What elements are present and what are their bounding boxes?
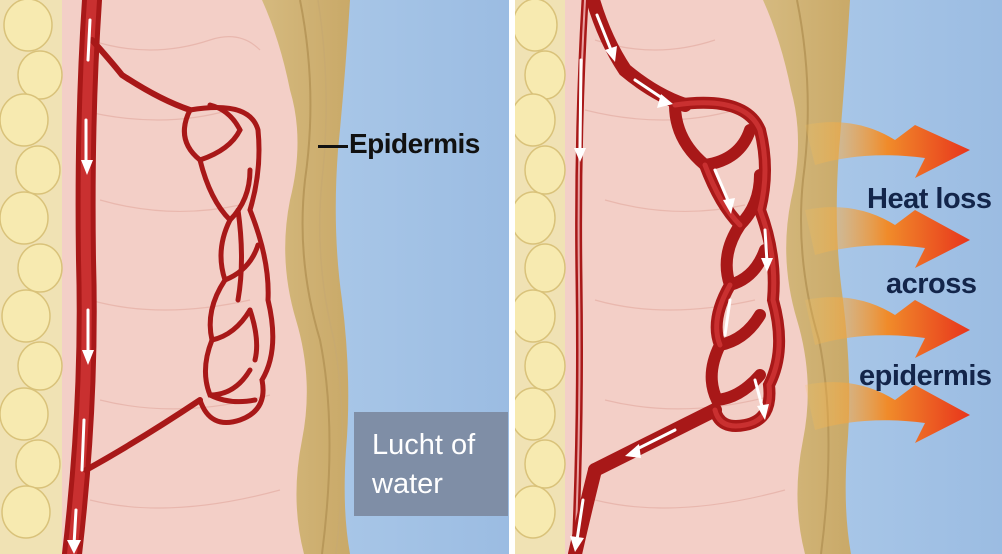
- note-box: Lucht of water: [354, 412, 508, 516]
- epidermis-pointer-line: [318, 145, 348, 148]
- subcutaneous-fat: [515, 0, 565, 554]
- subcutaneous-fat: [0, 0, 62, 554]
- vasoconstriction-panel: Epidermis Lucht of water: [0, 0, 509, 554]
- vasodilation-panel: Heat loss across epidermis: [515, 0, 1002, 554]
- note-text: Lucht of water: [372, 426, 502, 504]
- epidermis-heat-label: epidermis: [859, 360, 992, 393]
- epidermis-label: Epidermis: [349, 128, 480, 160]
- heat-loss-label: Heat loss: [867, 183, 991, 216]
- across-label: across: [886, 268, 977, 301]
